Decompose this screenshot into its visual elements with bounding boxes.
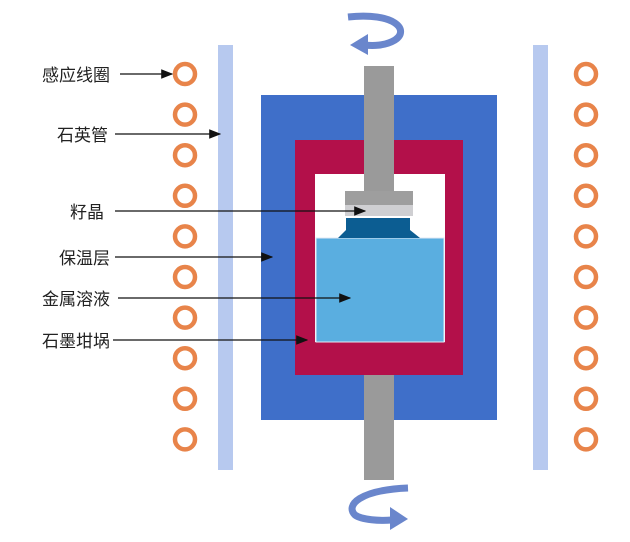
label-graphite-crucible: 石墨坩埚 — [42, 332, 110, 352]
rotation-arrow-bottom-icon — [348, 484, 409, 530]
induction-coil-turn — [172, 264, 198, 290]
quartz-tube-right — [533, 45, 548, 470]
induction-coil-turn — [172, 102, 198, 127]
induction-coil-turn — [573, 386, 599, 412]
metal-solution — [315, 237, 445, 343]
induction-coil-turn — [573, 183, 599, 209]
induction-coil-turn — [573, 224, 599, 249]
seed-holder-band — [345, 205, 413, 216]
label-seed-crystal: 籽晶 — [70, 203, 104, 223]
induction-coil-turn — [172, 386, 198, 412]
induction-coil-turn — [573, 142, 599, 168]
induction-coil-turn — [172, 61, 198, 87]
label-insulation-layer: 保温层 — [59, 249, 110, 269]
induction-coil-turn — [573, 61, 599, 87]
induction-coil-turn — [573, 305, 599, 330]
induction-coil-turn — [172, 305, 198, 330]
label-metal-solution: 金属溶液 — [42, 290, 110, 310]
induction-coil-turn — [172, 142, 198, 168]
induction-coil-turn — [573, 264, 599, 290]
induction-coil-turn — [172, 427, 198, 452]
induction-coils-right — [573, 61, 599, 452]
induction-coil-turn — [573, 345, 599, 371]
upper-shaft — [364, 66, 394, 194]
induction-coil-turn — [172, 345, 198, 371]
induction-coil-turn — [573, 427, 599, 452]
label-induction-coil: 感应线圈 — [42, 66, 110, 86]
seed-holder — [345, 191, 413, 206]
seed-crystal — [338, 218, 420, 238]
induction-coil-turn — [573, 102, 599, 127]
rotation-arrow-top-icon — [347, 12, 404, 55]
induction-coil-turn — [172, 224, 198, 249]
lower-shaft — [364, 375, 394, 480]
induction-coils-left — [172, 61, 198, 452]
label-quartz-tube: 石英管 — [57, 126, 108, 146]
induction-coil-turn — [172, 183, 198, 209]
